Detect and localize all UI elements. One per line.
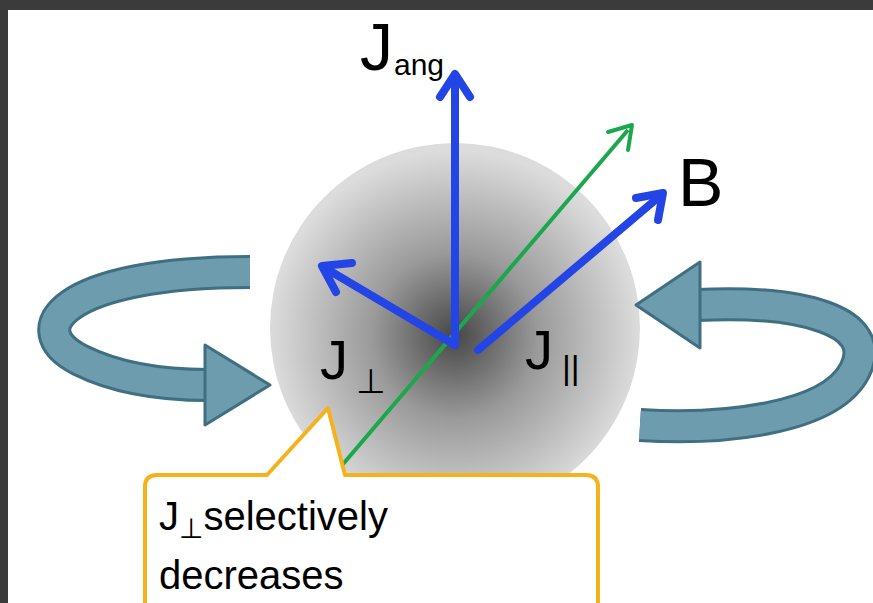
vector-symbol: J bbox=[360, 14, 393, 80]
callout-subscript: ⊥ bbox=[179, 513, 203, 544]
callout-outline bbox=[145, 408, 598, 603]
vector-arrow bbox=[478, 193, 663, 350]
rotation-arrow bbox=[54, 272, 270, 425]
frame-band bbox=[0, 0, 8, 603]
vector-symbol: J bbox=[525, 322, 553, 378]
vector-subscript: ang bbox=[394, 50, 444, 80]
vector-arrow bbox=[440, 74, 470, 345]
vector-subscript: || bbox=[562, 350, 580, 384]
callout-text: selectively decreases bbox=[159, 494, 388, 597]
callout-text: J bbox=[159, 494, 179, 538]
vector-symbol: J bbox=[320, 332, 348, 388]
rotation-arrow bbox=[636, 262, 860, 426]
frame-band bbox=[0, 0, 873, 10]
vector-symbol: B bbox=[678, 148, 723, 216]
callout-box: J⊥selectively decreases bbox=[145, 385, 598, 603]
vector-subscript: ⊥ bbox=[356, 364, 386, 398]
callout-text-block: J⊥selectively decreases bbox=[159, 493, 559, 603]
